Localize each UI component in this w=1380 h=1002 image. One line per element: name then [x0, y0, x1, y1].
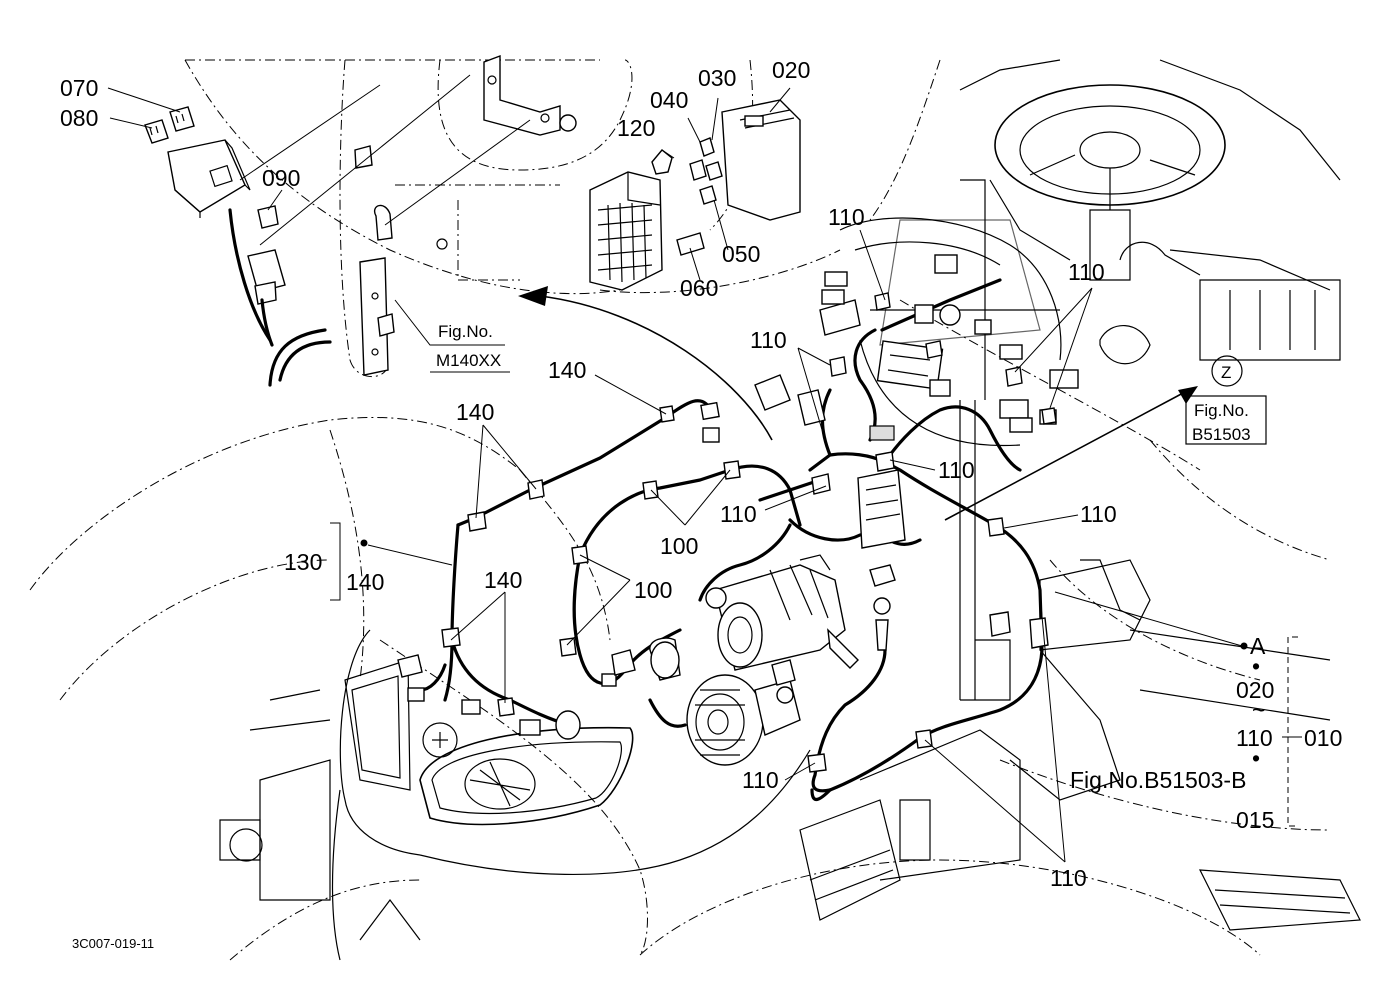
- callout-110-mid-right: 110: [1080, 501, 1117, 527]
- callout-060: 060: [680, 275, 718, 301]
- wiring-harness: [418, 278, 1044, 801]
- callout-030: 030: [698, 65, 736, 91]
- callout-100-lower: 100: [634, 577, 672, 603]
- group-a-dot-1: •: [1252, 653, 1260, 679]
- connectors: [397, 254, 1079, 740]
- callout-110-center: 110: [938, 457, 975, 483]
- callout-050: 050: [722, 241, 760, 267]
- fig-ref-b51503-line1: Fig.No.: [1194, 401, 1249, 420]
- group-a-item-015: 015: [1236, 807, 1274, 833]
- callout-120: 120: [617, 115, 655, 141]
- fig-ref-b51503-b: Fig.No.B51503-B: [1070, 767, 1246, 793]
- fig-ref-m140xx-line1: Fig.No.: [438, 322, 493, 341]
- callout-110-top: 110: [828, 204, 865, 230]
- starter-motor: [705, 554, 846, 671]
- callout-070: 070: [60, 75, 98, 101]
- callout-080: 080: [60, 105, 98, 131]
- fig-ref-b51503-line2: B51503: [1192, 425, 1251, 444]
- leader-lines: [107, 74, 1302, 863]
- hood-front: [219, 629, 811, 961]
- callout-140-group: 140: [346, 569, 384, 595]
- group-a-item-110: 110: [1236, 725, 1273, 751]
- fig-ref-b51503: [1185, 355, 1267, 445]
- callout-labels: 070 080 090 120 040 030 020 050 060 110 …: [60, 57, 1342, 951]
- group-a-tilde: ~: [1252, 697, 1265, 723]
- chassis-outline: [29, 59, 1331, 961]
- callout-140-top: 140: [548, 357, 586, 383]
- reference-arrows: [518, 286, 1198, 521]
- group-a-dot-2: •: [1252, 745, 1260, 771]
- bracket: [354, 54, 577, 376]
- callout-040: 040: [650, 87, 688, 113]
- group-a-item-020: 020: [1236, 677, 1274, 703]
- callout-100-upper: 100: [660, 533, 698, 559]
- document-code: 3C007-019-11: [72, 936, 154, 951]
- callout-090: 090: [262, 165, 300, 191]
- fig-ref-z-letter: Z: [1221, 363, 1231, 382]
- callout-020: 020: [772, 57, 810, 83]
- callout-130: 130: [284, 549, 322, 575]
- fig-ref-m140xx-line2: M140XX: [436, 351, 501, 370]
- steering-dash-area: [839, 59, 1341, 701]
- callout-140-left: 140: [456, 399, 494, 425]
- group-a-assembly-010: 010: [1304, 725, 1342, 751]
- callout-110-right: 110: [1068, 259, 1105, 285]
- callout-110-bottom-right: 110: [1050, 865, 1087, 891]
- callout-110-bottom: 110: [742, 767, 779, 793]
- group-a-letter: A: [1250, 633, 1266, 659]
- callout-140-lower: 140: [484, 567, 522, 593]
- callout-110-mid: 110: [720, 501, 757, 527]
- relay-assembly: [144, 106, 332, 387]
- alternator: [686, 674, 801, 766]
- callout-110-left: 110: [750, 327, 787, 353]
- fuse-box: [589, 99, 801, 291]
